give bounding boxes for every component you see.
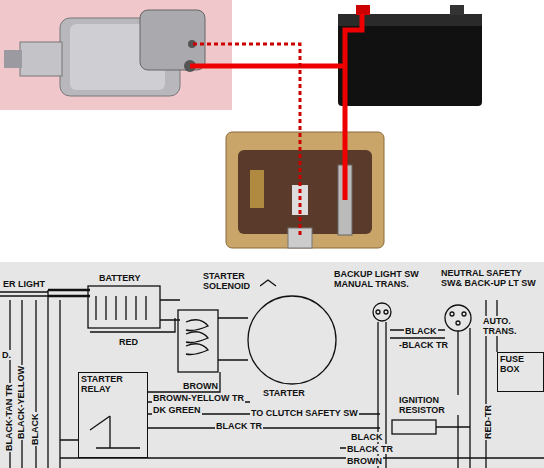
- part-label: NEUTRAL SAFETY SW& BACK-UP LT SW: [440, 268, 542, 288]
- part-label: BLACK: [350, 432, 384, 442]
- part-label: BROWN-YELLOW TR: [152, 393, 245, 403]
- part-label: STARTER: [262, 388, 306, 398]
- wire-color-label: BLACK-YELLOW: [16, 365, 26, 440]
- part-label: BROWN: [182, 381, 219, 391]
- part-label: ER LIGHT: [2, 279, 46, 289]
- wire-color-label: RED-TR: [483, 404, 493, 440]
- part-label: STARTER SOLENOID: [202, 271, 260, 291]
- part-label: DK GREEN: [152, 405, 202, 415]
- fuse-box: FUSE BOX: [497, 352, 544, 392]
- part-label: D.: [1, 350, 12, 360]
- part-label: BLACK TR: [215, 421, 263, 431]
- part-label: AUTO. TRANS.: [482, 316, 528, 336]
- part-label: IGNITION RESISTOR: [398, 395, 460, 415]
- wire-color-label: BLACK-TAN TR: [4, 383, 14, 452]
- relay-box: STARTER RELAY: [78, 372, 148, 458]
- part-label: BLACK TR: [346, 444, 394, 454]
- wire-color-label: BLACK: [30, 413, 40, 447]
- node-label: FUSE BOX: [498, 353, 543, 375]
- part-label: BROWN: [346, 456, 383, 466]
- part-label: TO CLUTCH SAFETY SW: [250, 408, 359, 418]
- node-label: STARTER RELAY: [79, 373, 147, 395]
- part-label: BATTERY: [98, 273, 142, 283]
- part-label: RED: [118, 337, 139, 347]
- part-label: -BLACK TR: [398, 340, 449, 350]
- part-label: BACKUP LIGHT SW MANUAL TRANS.: [333, 269, 430, 289]
- part-label: BLACK: [404, 326, 438, 336]
